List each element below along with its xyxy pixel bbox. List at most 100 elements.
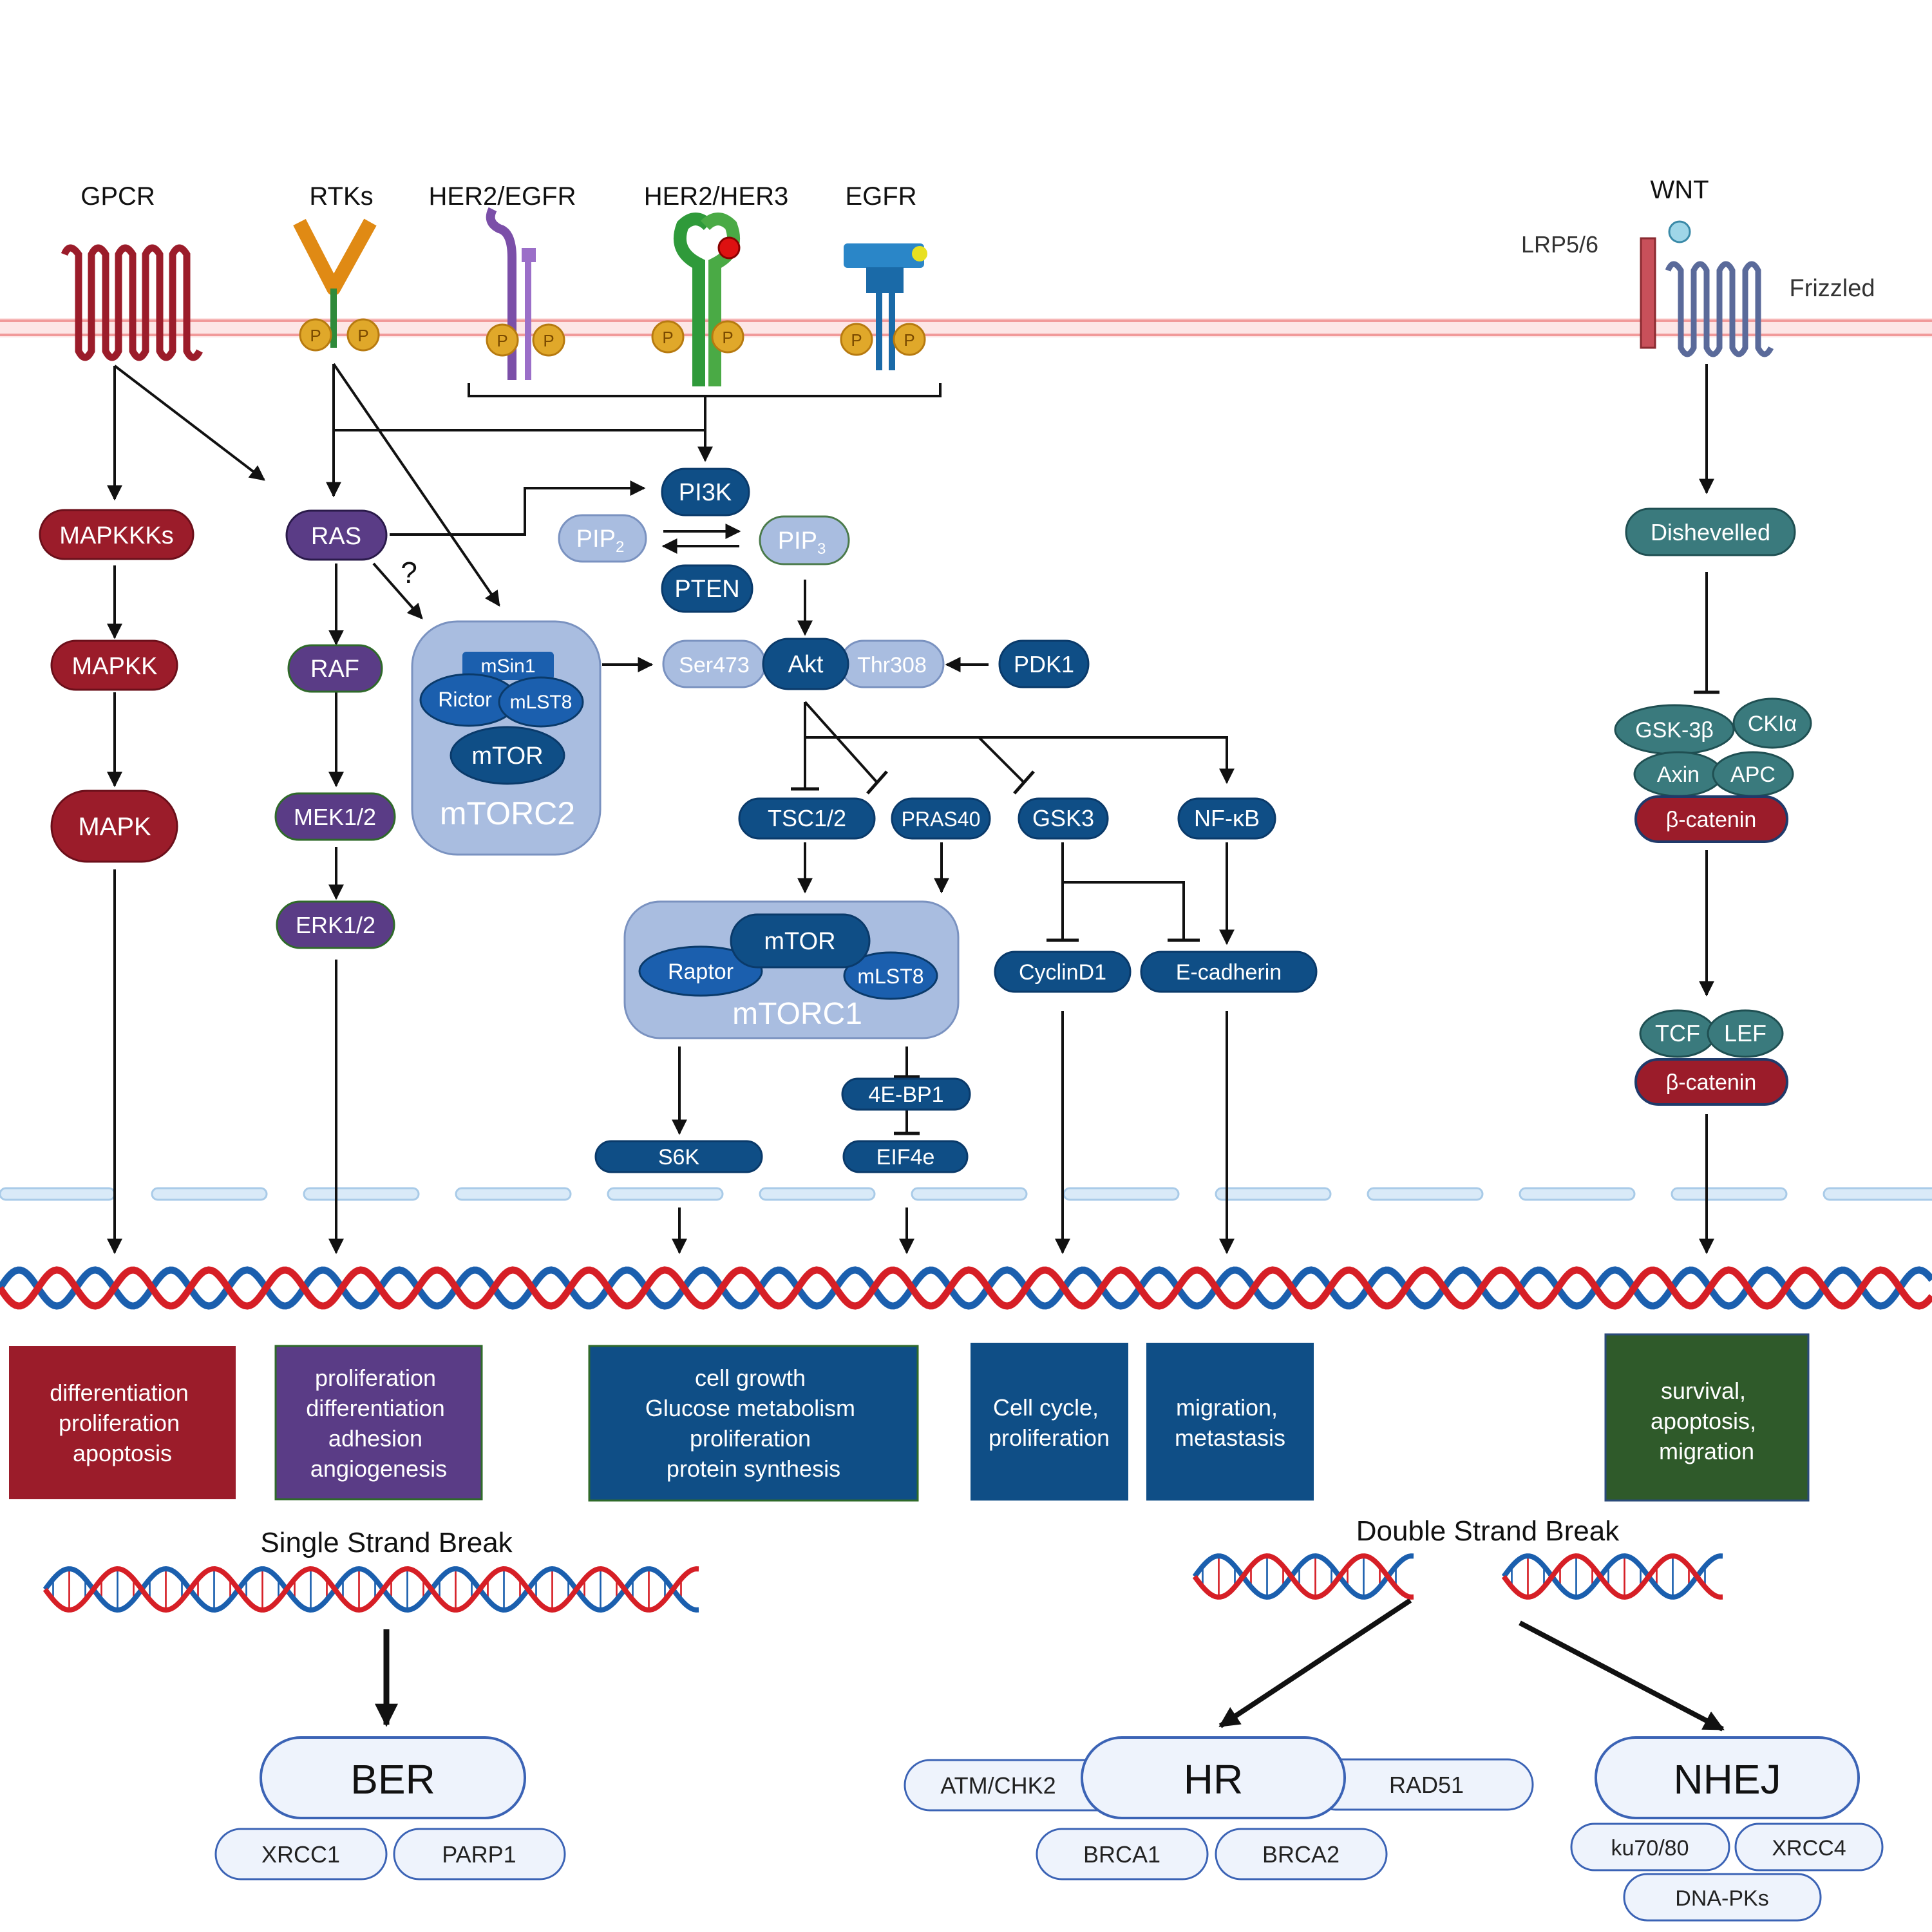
gpcr-icon xyxy=(61,244,203,361)
svg-text:MAPKKKs: MAPKKKs xyxy=(59,522,173,549)
svg-text:PRAS40: PRAS40 xyxy=(902,808,981,831)
lef-label: LEF xyxy=(1724,1020,1766,1046)
svg-text:E-cadherin: E-cadherin xyxy=(1176,960,1282,985)
svg-text:migration, metastasis: migration, metastasis xyxy=(1175,1394,1285,1451)
phosphate-label: P xyxy=(722,328,733,347)
svg-text:MAPK: MAPK xyxy=(78,813,151,841)
phosphate-label: P xyxy=(357,326,368,345)
gsk3-node: GSK3 xyxy=(1018,797,1109,840)
cka-label: CKIα xyxy=(1748,712,1797,736)
apc-label: APC xyxy=(1730,762,1776,787)
msin1-label: mSin1 xyxy=(480,656,535,677)
phosphate-label: P xyxy=(497,331,507,350)
bcatenin-label: β-catenin xyxy=(1666,1070,1757,1095)
ecadherin-node: E-cadherin xyxy=(1140,951,1318,993)
mapk-node: MAPK xyxy=(50,790,178,863)
nuclear-membrane xyxy=(0,1187,1932,1201)
svg-text:TSC1/2: TSC1/2 xyxy=(768,805,846,831)
ber-label: BER xyxy=(350,1756,435,1803)
nfkb-node: NF-κB xyxy=(1177,797,1276,840)
pi3k-node: PI3K xyxy=(661,468,750,516)
eif4e-node: EIF4e xyxy=(842,1140,969,1173)
single-strand-break-dna xyxy=(43,1566,699,1613)
parp1-label: PARP1 xyxy=(442,1841,516,1868)
s6k-node: S6K xyxy=(594,1140,763,1173)
hr-label: HR xyxy=(1184,1756,1243,1803)
akt-node: Akt xyxy=(762,638,849,690)
her2-egfr-receptor-icon xyxy=(486,207,565,380)
svg-text:ERK1/2: ERK1/2 xyxy=(296,912,375,938)
cyclind1-node: CyclinD1 xyxy=(994,951,1132,993)
svg-text:4E-BP1: 4E-BP1 xyxy=(868,1083,943,1107)
mtorc1-label: mTORC1 xyxy=(732,997,862,1031)
svg-text:Dishevelled: Dishevelled xyxy=(1651,519,1770,545)
rictor-label: Rictor xyxy=(438,688,492,711)
svg-text:EIF4e: EIF4e xyxy=(876,1145,935,1170)
outcome-wnt: survival, apoptosis, migration xyxy=(1604,1333,1810,1502)
mek-node: MEK1/2 xyxy=(274,792,396,841)
pdk1-node: PDK1 xyxy=(998,639,1090,688)
phosphate-label: P xyxy=(904,330,914,350)
mapkkks-node: MAPKKKs xyxy=(39,509,194,560)
unknown-link-label: ? xyxy=(401,556,417,589)
svg-text:GSK3: GSK3 xyxy=(1032,805,1094,831)
pten-node: PTEN xyxy=(661,564,753,613)
dna-pks-label: DNA-PKs xyxy=(1675,1886,1768,1911)
mlst8-label: mLST8 xyxy=(857,965,923,988)
mtorc1-complex: Raptor mLST8 mTOR mTORC1 xyxy=(623,900,960,1039)
lrp-label: LRP5/6 xyxy=(1521,231,1598,258)
svg-text:MEK1/2: MEK1/2 xyxy=(294,804,376,830)
tcf-label: TCF xyxy=(1655,1020,1700,1046)
gpcr-label: GPCR xyxy=(80,182,155,211)
svg-text:Thr308: Thr308 xyxy=(857,653,927,677)
dishevelled-node: Dishevelled xyxy=(1625,507,1796,556)
phosphate-label: P xyxy=(851,330,862,350)
frizzled-label: Frizzled xyxy=(1789,275,1875,302)
hr-pathway: ATM/CHK2 RAD51 HR BRCA1 BRCA2 xyxy=(904,1736,1534,1880)
svg-text:differentiation prolifer: differentiation proliferation apoptosis xyxy=(50,1379,195,1466)
svg-text:MAPKK: MAPKK xyxy=(71,653,157,680)
egfr-label: EGFR xyxy=(845,182,916,211)
rad51-label: RAD51 xyxy=(1389,1772,1464,1798)
brca1-label: BRCA1 xyxy=(1083,1841,1160,1868)
her2-her3-receptor-icon xyxy=(651,213,744,386)
xrcc4-label: XRCC4 xyxy=(1772,1836,1846,1861)
svg-text:CyclinD1: CyclinD1 xyxy=(1019,960,1106,985)
outcome-mtor: cell growth Glucose metabolism prolifera… xyxy=(588,1345,919,1502)
pip3-node: PIP3 xyxy=(759,515,850,565)
ser473-node: Ser473 xyxy=(662,639,766,688)
svg-text:proliferation differenti: proliferation differentiation adhesion a… xyxy=(306,1365,451,1482)
wnt-label: WNT xyxy=(1650,176,1709,204)
svg-text:RAS: RAS xyxy=(311,523,361,550)
mapkk-node: MAPKK xyxy=(50,639,178,691)
mtor-label: mTOR xyxy=(764,928,835,955)
svg-text:RAF: RAF xyxy=(310,656,359,683)
egfr-receptor-icon xyxy=(840,243,927,370)
erk-node: ERK1/2 xyxy=(276,900,395,949)
bcatenin-label: β-catenin xyxy=(1666,808,1757,832)
svg-text:NF-κB: NF-κB xyxy=(1194,805,1260,831)
phosphate-label: P xyxy=(310,326,321,345)
svg-text:PDK1: PDK1 xyxy=(1014,651,1074,677)
gsk3b-label: GSK-3β xyxy=(1635,718,1714,743)
atm-chk2-label: ATM/CHK2 xyxy=(940,1772,1056,1799)
svg-text:cell growth Glucose meta: cell growth Glucose metabolism prolifera… xyxy=(645,1365,862,1482)
rtk-receptor-icon xyxy=(293,218,380,352)
pip2-node: PIP2 xyxy=(558,514,647,563)
outcome-erk: proliferation differentiation adhesion a… xyxy=(274,1345,483,1501)
svg-text:Akt: Akt xyxy=(788,651,824,678)
svg-text:PIP3: PIP3 xyxy=(778,527,826,558)
phosphate-label: P xyxy=(543,331,554,350)
axin-label: Axin xyxy=(1657,762,1700,787)
mtorc2-label: mTORC2 xyxy=(440,795,575,831)
her2-her3-label: HER2/HER3 xyxy=(644,182,789,211)
ssb-label: Single Strand Break xyxy=(260,1527,513,1558)
svg-text:PIP2: PIP2 xyxy=(576,526,625,556)
xrcc1-label: XRCC1 xyxy=(261,1841,340,1868)
mtorc2-complex: mSin1 Rictor mLST8 mTOR mTORC2 xyxy=(411,620,601,856)
mtor-label: mTOR xyxy=(471,743,543,770)
pras40-node: PRAS40 xyxy=(891,797,991,840)
double-strand-break-dna-left xyxy=(1192,1553,1414,1600)
rtks-label: RTKs xyxy=(309,182,373,211)
